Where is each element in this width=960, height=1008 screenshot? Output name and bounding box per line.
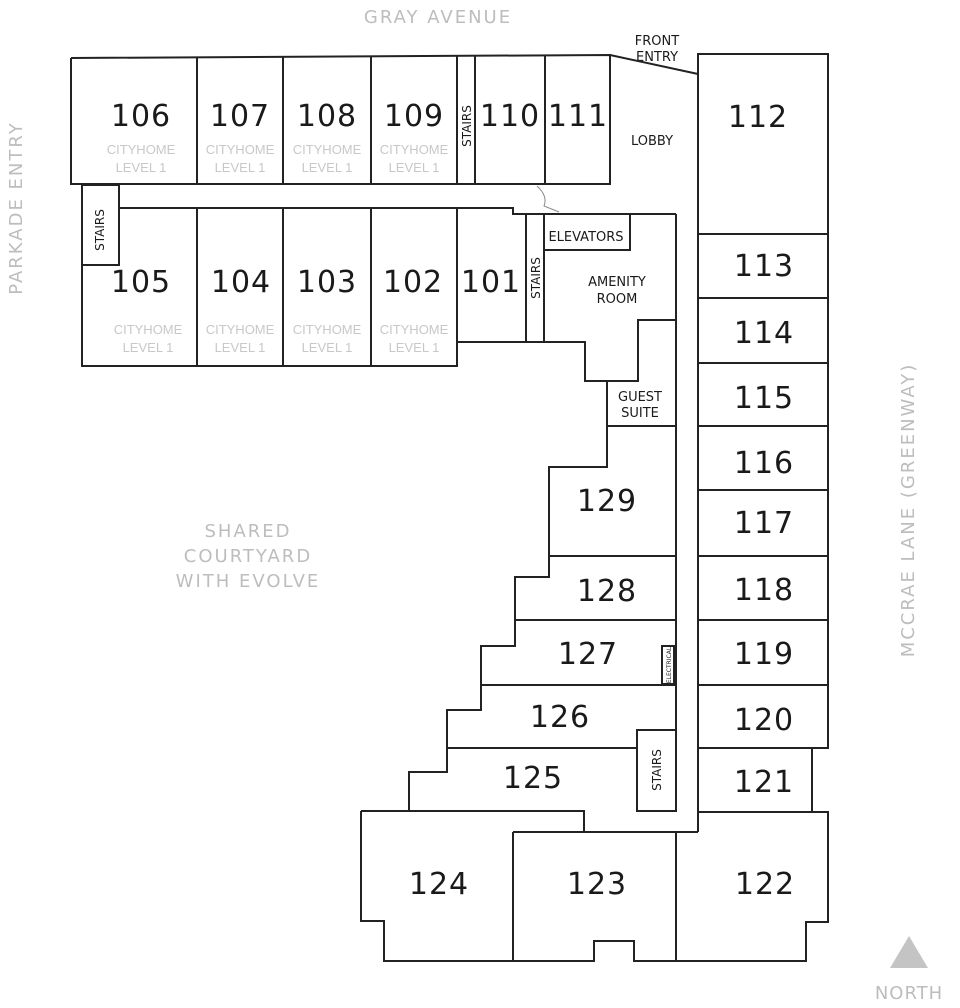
- front-entry-label-line2: ENTRY: [636, 50, 678, 65]
- cityhome-102-line2: LEVEL 1: [389, 340, 440, 355]
- amenity-room-label-line2: ROOM: [597, 292, 638, 307]
- courtyard-label-line2: COURTYARD: [184, 546, 312, 567]
- gray-avenue-label: GRAY AVENUE: [364, 7, 512, 28]
- unit-116[interactable]: 116: [734, 446, 794, 481]
- unit-108[interactable]: 108: [297, 99, 357, 134]
- unit-123[interactable]: 123: [567, 867, 627, 902]
- cityhome-106-line2: LEVEL 1: [116, 160, 167, 175]
- unit-119[interactable]: 119: [734, 637, 794, 672]
- cityhome-109-line2: LEVEL 1: [389, 160, 440, 175]
- unit-127[interactable]: 127: [558, 637, 618, 672]
- bottom-units-walls: [360, 810, 829, 962]
- cityhome-103-line2: LEVEL 1: [302, 340, 353, 355]
- unit-124[interactable]: 124: [409, 867, 469, 902]
- cityhome-103-line1: CITYHOME: [293, 322, 362, 337]
- stairs-west-label: STAIRS: [93, 209, 107, 251]
- unit-129[interactable]: 129: [577, 484, 637, 519]
- unit-109[interactable]: 109: [384, 99, 444, 134]
- electrical-label: ELECTRICAL: [666, 646, 673, 683]
- unit-126[interactable]: 126: [530, 700, 590, 735]
- north-label: NORTH: [875, 983, 943, 1004]
- south-wing-walls: [408, 214, 677, 832]
- unit-118[interactable]: 118: [734, 573, 794, 608]
- unit-110[interactable]: 110: [480, 99, 540, 134]
- unit-113[interactable]: 113: [734, 249, 794, 284]
- unit-101[interactable]: 101: [461, 265, 521, 300]
- cityhome-108-line1: CITYHOME: [293, 142, 362, 157]
- unit-122[interactable]: 122: [735, 867, 795, 902]
- unit-106[interactable]: 106: [111, 99, 171, 134]
- cityhome-102-line1: CITYHOME: [380, 322, 449, 337]
- mccrae-lane-label: MCCRAE LANE (GREENWAY): [898, 363, 919, 658]
- cityhome-105-line1: CITYHOME: [114, 322, 183, 337]
- unit-104[interactable]: 104: [211, 265, 271, 300]
- unit-117[interactable]: 117: [734, 506, 794, 541]
- cityhome-108-line2: LEVEL 1: [302, 160, 353, 175]
- stairs-south-label: STAIRS: [650, 749, 664, 791]
- unit-128[interactable]: 128: [577, 574, 637, 609]
- cityhome-106-line1: CITYHOME: [107, 142, 176, 157]
- unit-114[interactable]: 114: [734, 316, 794, 351]
- cityhome-105-line2: LEVEL 1: [123, 340, 174, 355]
- north-arrow-icon: [890, 936, 928, 968]
- unit-120[interactable]: 120: [734, 703, 794, 738]
- unit-105[interactable]: 105: [111, 265, 171, 300]
- parkade-entry-label: PARKADE ENTRY: [6, 121, 27, 294]
- courtyard-label-line3: WITH EVOLVE: [176, 571, 321, 592]
- west-wing-walls: [81, 184, 676, 382]
- guest-suite-label-line2: SUITE: [621, 406, 659, 421]
- stairs-north-label: STAIRS: [460, 105, 474, 147]
- unit-115[interactable]: 115: [734, 381, 794, 416]
- cityhome-104-line2: LEVEL 1: [215, 340, 266, 355]
- unit-107[interactable]: 107: [210, 99, 270, 134]
- cityhome-107-line1: CITYHOME: [206, 142, 275, 157]
- stairs-center-label: STAIRS: [529, 257, 543, 299]
- amenity-room-label-line1: AMENITY: [588, 275, 646, 290]
- guest-suite-label-line1: GUEST: [618, 390, 662, 405]
- cityhome-109-line1: CITYHOME: [380, 142, 449, 157]
- cityhome-107-line2: LEVEL 1: [215, 160, 266, 175]
- unit-125[interactable]: 125: [503, 761, 563, 796]
- unit-111[interactable]: 111: [548, 99, 608, 134]
- east-wing-walls: [697, 53, 829, 832]
- unit-103[interactable]: 103: [297, 265, 357, 300]
- lobby-label: LOBBY: [631, 134, 673, 149]
- unit-121[interactable]: 121: [734, 765, 794, 800]
- elevators-label[interactable]: ELEVATORS: [548, 230, 623, 245]
- courtyard-label-line1: SHARED: [204, 521, 291, 542]
- cityhome-104-line1: CITYHOME: [206, 322, 275, 337]
- unit-102[interactable]: 102: [383, 265, 443, 300]
- front-entry-label-line1: FRONT: [635, 34, 679, 49]
- unit-112[interactable]: 112: [728, 100, 788, 135]
- north-wing-walls: [70, 53, 699, 185]
